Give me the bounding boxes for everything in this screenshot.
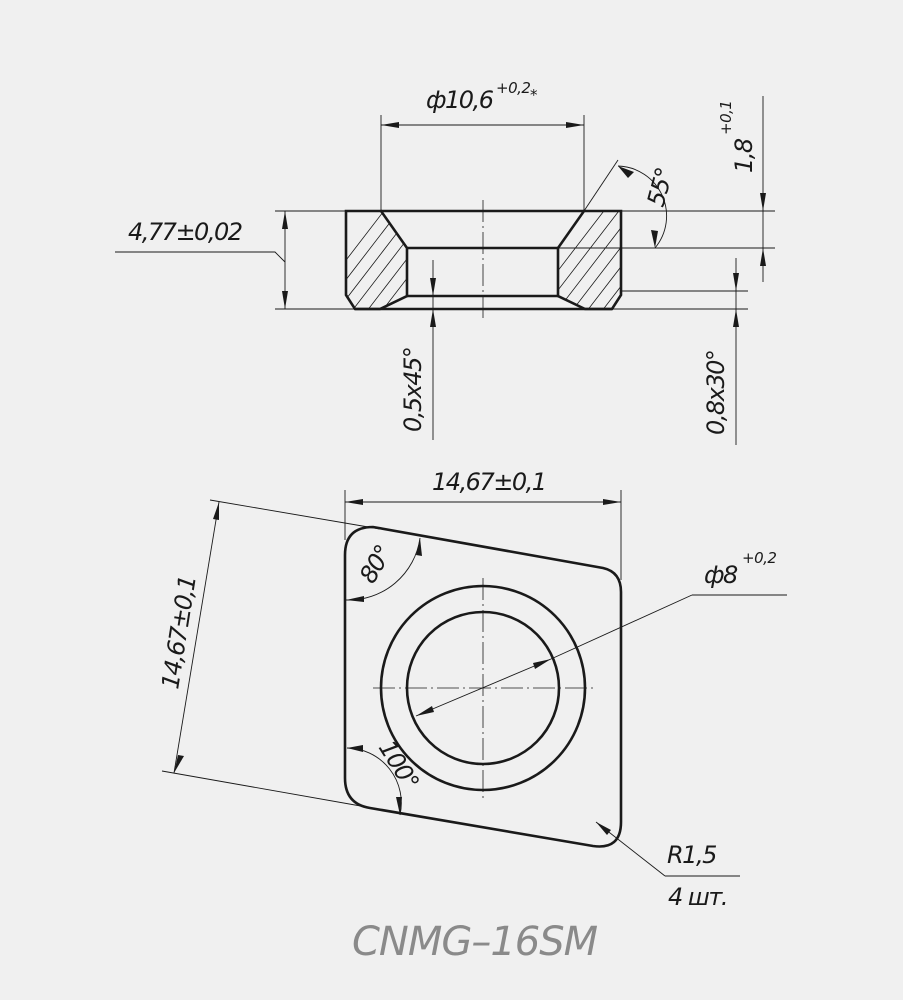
acute-angle-text: 80° [354, 541, 397, 588]
corner-radius-text: R1,5 [667, 841, 716, 869]
quantity-text: 4 шт. [668, 883, 727, 911]
insert-outline [343, 525, 623, 848]
corner-radius-callout: R1,5 4 шт. [595, 821, 740, 911]
section-view: ф10,6 +0,2 * 4,77±0,02 55° [115, 79, 775, 445]
height-dimension: 4,77±0,02 [115, 210, 355, 310]
plan-view: 14,67±0,1 14,67±0,1 80° 100° [156, 468, 787, 911]
section-left-wall [344, 209, 409, 311]
width-dimension-text: 14,67±0,1 [432, 468, 545, 496]
hole-tolerance-text: +0,2 [742, 549, 776, 567]
chamfer-angle-dimension: 55° [583, 159, 679, 249]
hole-dimension-text: ф8 [704, 561, 738, 589]
bore-dimension-text: ф10,6 [426, 86, 494, 114]
shoulder-tolerance-text: +0,1 [717, 101, 735, 135]
bore-diameter-dimension: ф10,6 +0,2 * [380, 79, 585, 211]
width-dimension: 14,67±0,1 [344, 468, 622, 580]
shoulder-dimension: 1,8 +0,1 [558, 96, 775, 282]
bore-mark-text: * [530, 86, 538, 104]
shoulder-dimension-text: 1,8 [730, 138, 758, 173]
right-bottom-chamfer-dimension: 0,8х30° [612, 258, 748, 445]
chamfer-angle-text: 55° [642, 166, 679, 210]
left-bottom-chamfer-dimension: 0,5х45° [399, 260, 436, 440]
acute-angle-dimension: 80° [345, 537, 422, 602]
bore-tolerance-text: +0,2 [496, 79, 530, 97]
right-chamfer-text: 0,8х30° [702, 351, 730, 435]
height-dimension-text: 4,77±0,02 [128, 218, 242, 246]
side-dimension-text: 14,67±0,1 [156, 574, 201, 690]
hatch-right [558, 211, 621, 309]
hole-diameter-dimension: ф8 +0,2 [415, 549, 787, 717]
drawing-title: CNMG–16SM [352, 919, 598, 965]
left-chamfer-text: 0,5х45° [399, 348, 427, 432]
